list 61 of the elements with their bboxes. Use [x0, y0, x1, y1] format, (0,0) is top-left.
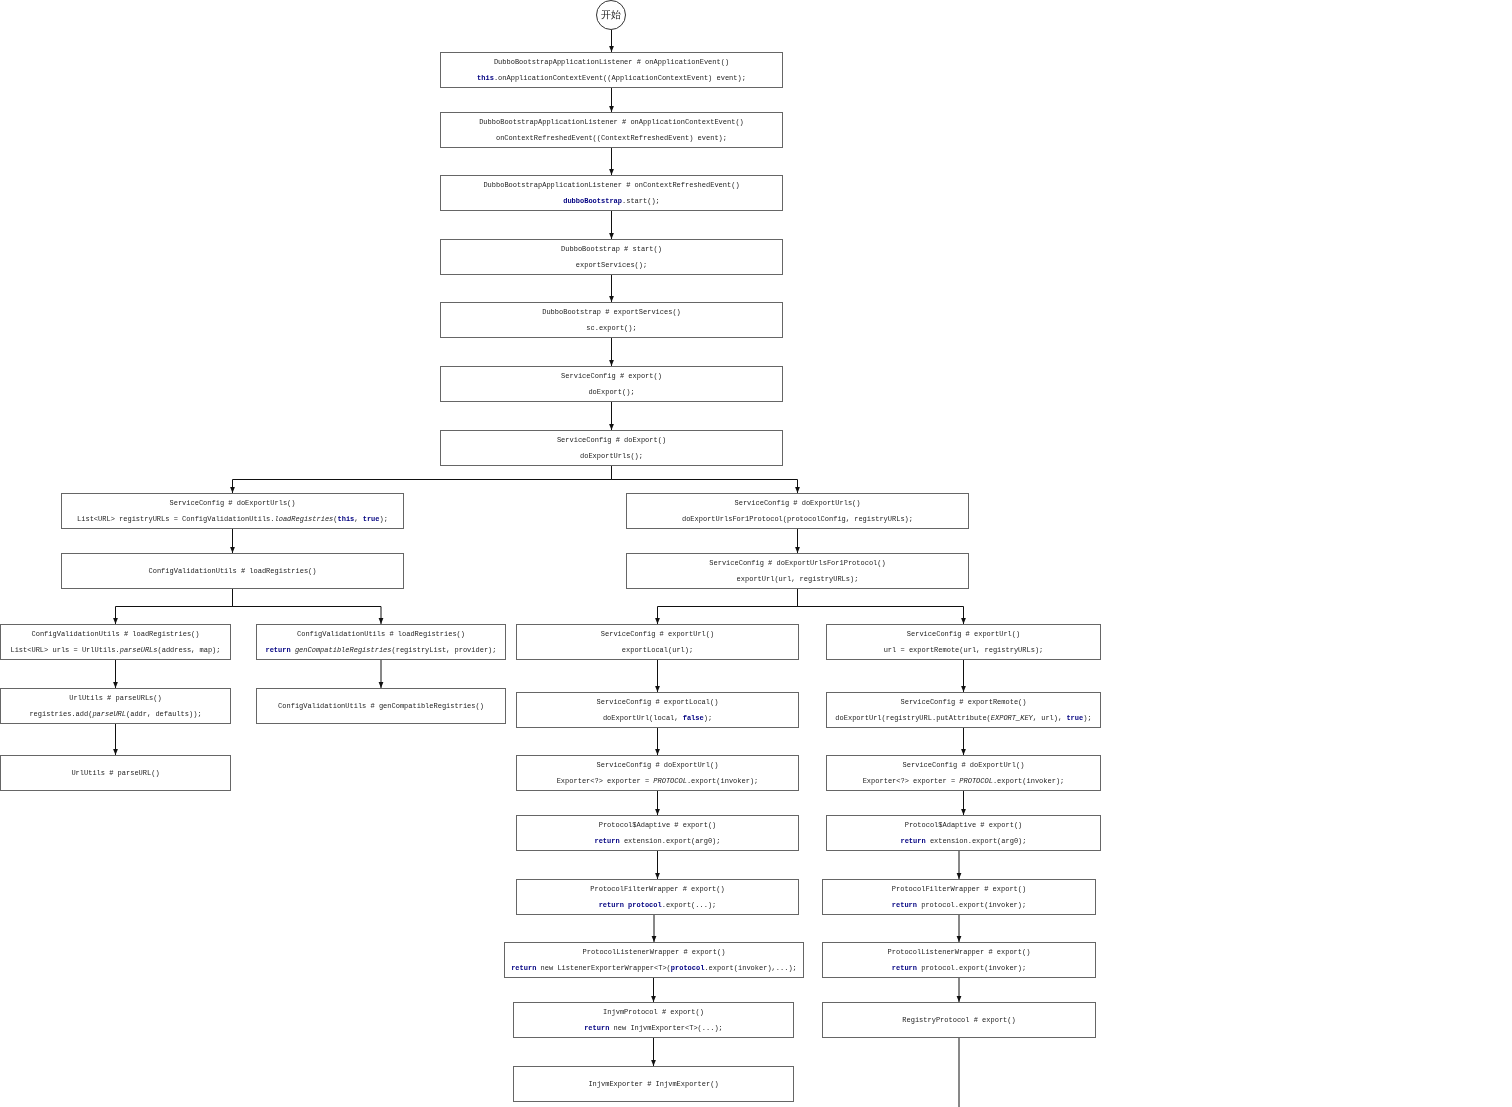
- process-box: [61, 553, 404, 589]
- process-box: [0, 624, 231, 660]
- process-box: [826, 755, 1101, 791]
- process-box: [440, 175, 783, 211]
- process-box: [822, 879, 1096, 915]
- process-box: [516, 624, 799, 660]
- process-box: [626, 493, 969, 529]
- arrow: [113, 659, 118, 689]
- arrow: [961, 790, 966, 816]
- process-box: [504, 942, 804, 978]
- arrow: [230, 528, 235, 554]
- process-box: [516, 879, 799, 915]
- arrow: [655, 850, 660, 880]
- process-box: [440, 112, 783, 148]
- process-box: [516, 755, 799, 791]
- process-box: [826, 624, 1101, 660]
- arrow: [651, 1037, 656, 1067]
- process-box: [516, 815, 799, 851]
- process-box: [440, 239, 783, 275]
- connector-line: [958, 1037, 960, 1107]
- arrow: [378, 659, 384, 689]
- arrow: [113, 723, 118, 756]
- process-box: [626, 553, 969, 589]
- process-box: [440, 366, 783, 402]
- arrow: [232, 588, 384, 625]
- process-box: [440, 430, 783, 466]
- arrow: [655, 790, 660, 816]
- arrow: [609, 147, 614, 176]
- process-box: [516, 692, 799, 728]
- process-box: [61, 493, 404, 529]
- arrow: [651, 977, 656, 1003]
- arrow: [961, 659, 966, 693]
- arrow: [961, 727, 966, 756]
- arrow: [651, 914, 657, 943]
- arrow: [956, 850, 962, 880]
- arrow: [795, 528, 800, 554]
- process-box: [0, 688, 231, 724]
- process-box: [256, 688, 506, 724]
- process-box: [513, 1002, 794, 1038]
- arrow: [655, 659, 660, 693]
- process-box: [440, 52, 783, 88]
- process-box: [440, 302, 783, 338]
- arrow: [956, 914, 962, 943]
- arrow: [956, 977, 962, 1003]
- process-box: [822, 942, 1096, 978]
- process-box: [256, 624, 506, 660]
- process-box: [0, 755, 231, 791]
- arrow: [609, 87, 614, 113]
- process-box: [822, 1002, 1096, 1038]
- arrow: [609, 274, 614, 303]
- process-box: [826, 692, 1101, 728]
- process-box: [513, 1066, 794, 1102]
- arrow: [609, 337, 614, 367]
- arrow: [609, 401, 614, 431]
- start-label: 开始: [601, 9, 621, 21]
- arrow: [797, 588, 966, 625]
- process-box: [826, 815, 1101, 851]
- arrow: [611, 465, 800, 494]
- arrow: [609, 210, 614, 240]
- arrow: [655, 727, 660, 756]
- arrow: [609, 29, 614, 53]
